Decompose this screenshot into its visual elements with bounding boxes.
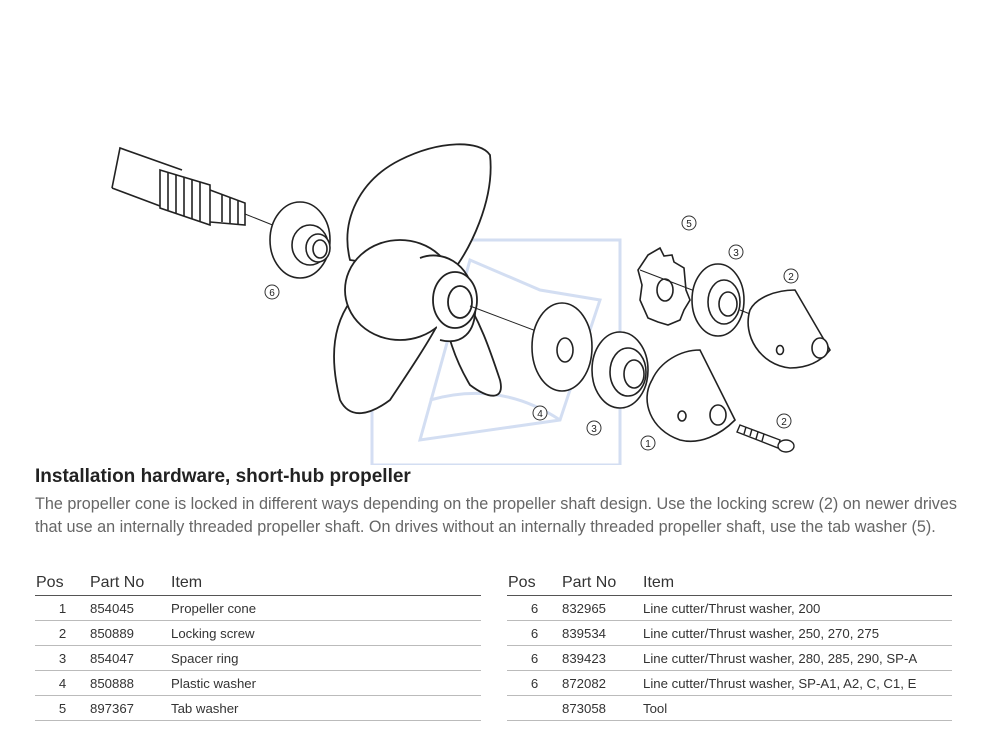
axis-line-upper (639, 269, 701, 294)
header-item: Item (171, 570, 481, 596)
cell-pos: 4 (35, 670, 90, 696)
propeller-cone-1 (646, 349, 736, 443)
locking-screw-2 (736, 424, 795, 453)
section-description: The propeller cone is locked in differen… (35, 495, 957, 536)
cell-part-no: 873058 (562, 695, 643, 721)
cell-part-no: 854045 (90, 595, 171, 621)
cell-part-no: 839423 (562, 645, 643, 671)
svg-text:2: 2 (781, 417, 787, 428)
cell-item: Propeller cone (171, 595, 481, 621)
callout-5: 5 (681, 215, 697, 231)
table-row: 3 854047 Spacer ring (35, 645, 481, 671)
cell-part-no: 839534 (562, 620, 643, 646)
spacer-ring-3-upper (691, 263, 745, 337)
cell-pos: 1 (35, 595, 90, 621)
callout-6: 6 (264, 284, 280, 300)
table-row: 873058 Tool (507, 695, 952, 721)
svg-text:3: 3 (591, 424, 597, 435)
svg-text:6: 6 (269, 288, 275, 299)
header-part-no: Part No (90, 570, 171, 596)
table-row: 2 850889 Locking screw (35, 620, 481, 646)
thrust-washer-6 (269, 201, 331, 279)
header-pos: Pos (507, 570, 562, 596)
plastic-washer-4 (531, 302, 593, 392)
callout-2-lower: 2 (776, 413, 792, 429)
cell-part-no: 832965 (562, 595, 643, 621)
header-pos: Pos (35, 570, 90, 596)
cell-item: Tab washer (171, 695, 481, 721)
callout-1: 1 (640, 435, 656, 451)
cell-item: Line cutter/Thrust washer, 200 (643, 595, 952, 621)
cell-pos: 6 (507, 620, 562, 646)
table-row: 1 854045 Propeller cone (35, 595, 481, 621)
table-header-row: Pos Part No Item (35, 570, 481, 596)
svg-text:3: 3 (733, 248, 739, 259)
cell-part-no: 850889 (90, 620, 171, 646)
table-row: 4 850888 Plastic washer (35, 670, 481, 696)
svg-text:4: 4 (537, 409, 543, 420)
table-row: 6 839534 Line cutter/Thrust washer, 250,… (507, 620, 952, 646)
table-row: 6 872082 Line cutter/Thrust washer, SP-A… (507, 670, 952, 696)
section-title: Installation hardware, short-hub propell… (35, 466, 411, 487)
cell-pos: 5 (35, 695, 90, 721)
table-header-row: Pos Part No Item (507, 570, 952, 596)
propeller-shaft (111, 146, 246, 227)
spacer-ring-3-lower (591, 331, 649, 409)
cell-item: Line cutter/Thrust washer, 280, 285, 290… (643, 645, 952, 671)
cell-pos: 3 (35, 645, 90, 671)
cell-pos: 6 (507, 595, 562, 621)
cell-item: Spacer ring (171, 645, 481, 671)
callout-4: 4 (532, 405, 548, 421)
svg-text:5: 5 (686, 219, 692, 230)
callout-2-upper: 2 (783, 268, 799, 284)
cell-part-no: 850888 (90, 670, 171, 696)
cell-pos (507, 695, 562, 721)
propeller-cone-upper (747, 289, 831, 369)
header-part-no: Part No (562, 570, 643, 596)
parts-table-right: Pos Part No Item 6 832965 Line cutter/Th… (507, 570, 952, 721)
cell-item: Line cutter/Thrust washer, SP-A1, A2, C,… (643, 670, 952, 696)
propeller (333, 143, 502, 415)
tab-washer-5 (637, 246, 691, 326)
callout-3-upper: 3 (728, 244, 744, 260)
header-item: Item (643, 570, 952, 596)
table-row: 6 839423 Line cutter/Thrust washer, 280,… (507, 645, 952, 671)
exploded-view-diagram: 5 3 2 6 4 3 1 2 (111, 143, 831, 465)
cell-item: Line cutter/Thrust washer, 250, 270, 275 (643, 620, 952, 646)
cell-part-no: 854047 (90, 645, 171, 671)
cell-part-no: 897367 (90, 695, 171, 721)
cell-item: Locking screw (171, 620, 481, 646)
svg-text:2: 2 (788, 272, 794, 283)
cell-item: Tool (643, 695, 952, 721)
svg-text:1: 1 (645, 439, 651, 450)
cell-pos: 6 (507, 670, 562, 696)
parts-table-left: Pos Part No Item 1 854045 Propeller cone… (35, 570, 481, 721)
cell-pos: 2 (35, 620, 90, 646)
table-row: 6 832965 Line cutter/Thrust washer, 200 (507, 595, 952, 621)
cell-part-no: 872082 (562, 670, 643, 696)
callout-3-lower: 3 (586, 420, 602, 436)
table-row: 5 897367 Tab washer (35, 695, 481, 721)
cell-item: Plastic washer (171, 670, 481, 696)
cell-pos: 6 (507, 645, 562, 671)
